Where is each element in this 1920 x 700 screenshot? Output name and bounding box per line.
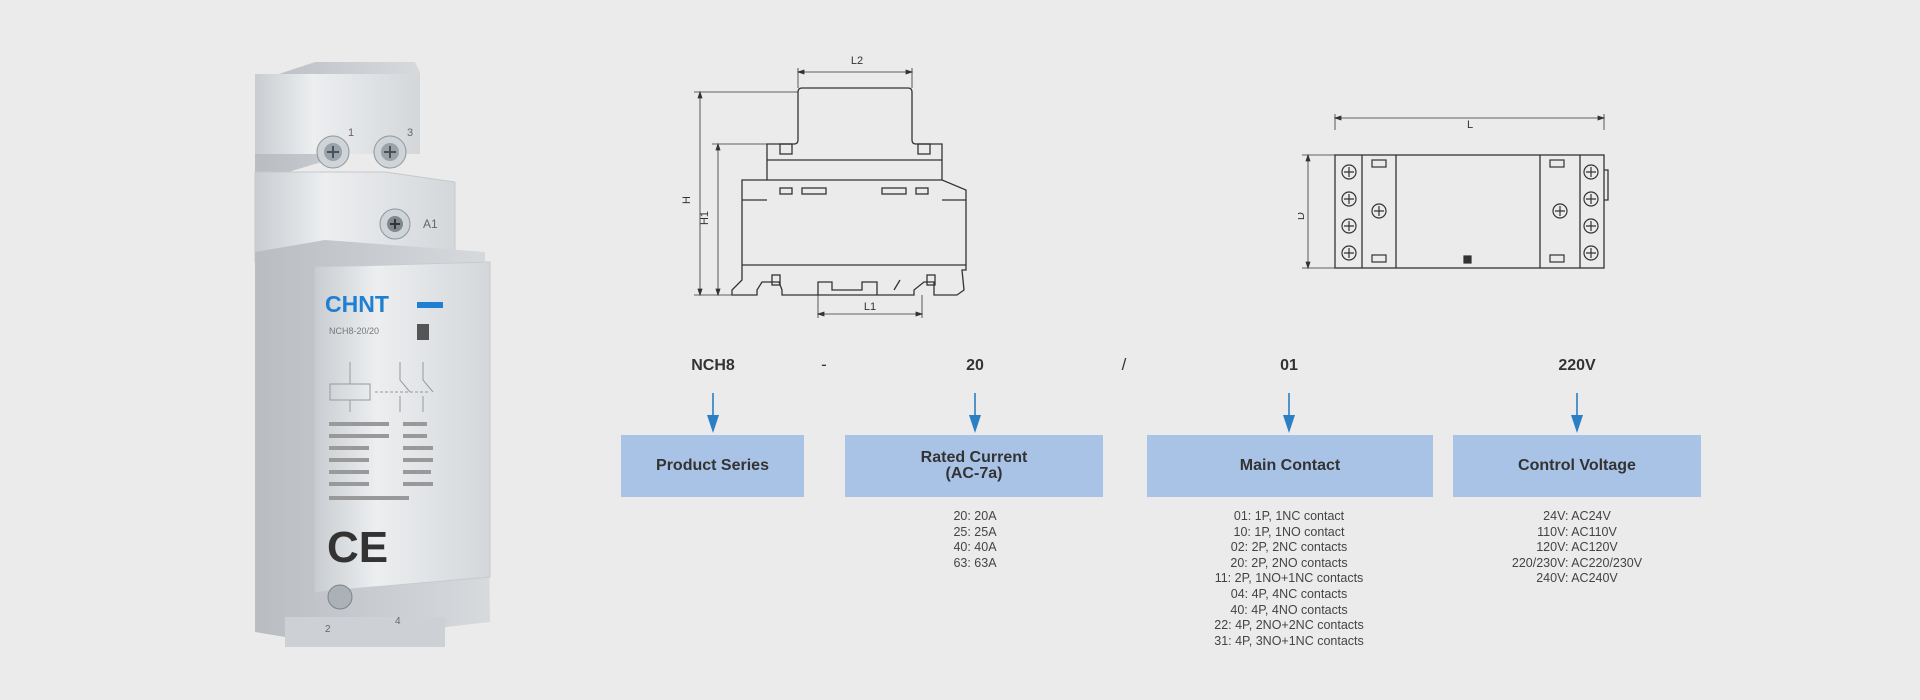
option-item: 22: 4P, 2NO+2NC contacts [1214,618,1364,633]
box-label: Rated Current (AC-7a) [920,449,1028,482]
option-item: 11: 2P, 1NO+1NC contacts [1214,571,1364,586]
arrow-down-icon [1283,393,1295,433]
contactor-product-image: 1 3 A1 CHNT NCH8-20/20 CE 2 4 [254,62,491,647]
terminal-label: 1 [348,127,354,139]
option-item: 10: 1P, 1NO contact [1233,524,1345,539]
option-item: 02: 2P, 2NC contacts [1230,540,1348,555]
option-item: 25: 25A [953,524,997,539]
dim-label-h: H [681,196,693,204]
dim-label-l: L [1467,119,1473,131]
box-label: Control Voltage [1518,457,1636,474]
option-item: 240V: AC240V [1536,571,1618,586]
terminal-screw-1 [316,135,350,169]
model-label: NCH8-20/20 [329,326,379,336]
box-label: Product Series [656,457,769,474]
option-item: 04: 4P, 4NC contacts [1230,586,1348,601]
terminal-screw-3 [373,135,407,169]
code-separator-slash: / [1121,355,1127,374]
option-item: 63: 63A [953,555,997,570]
code-control-voltage: 220V [1558,357,1596,374]
option-item: 31: 4P, 3NO+1NC contacts [1214,633,1364,648]
box-label: Main Contact [1239,457,1341,474]
terminal-screw-a1 [379,208,411,240]
option-item: 120V: AC120V [1536,540,1618,555]
arrow-down-icon [969,393,981,433]
option-item: 20: 2P, 2NO contacts [1230,555,1348,570]
arrow-down-icon [1571,393,1583,433]
option-item: 40: 4P, 4NO contacts [1230,602,1348,617]
top-view-drawing: L D [1298,114,1609,270]
box-rated-current: Rated Current (AC-7a) [845,435,1103,497]
front-view-drawing: L2 H H1 L1 [681,55,967,318]
dim-label-l2: L2 [851,55,863,67]
option-item: 110V: AC110V [1537,524,1617,539]
terminal-label: A1 [423,217,438,231]
code-product-series: NCH8 [691,357,735,374]
option-item: 20: 20A [953,509,997,523]
terminal-label: 2 [325,624,331,635]
main-contact-options: 01: 1P, 1NC contact 10: 1P, 1NO contact … [1214,509,1364,649]
code-separator-dash: - [821,355,827,374]
rated-current-options: 20: 20A 25: 25A 40: 40A 63: 63A [953,509,996,571]
terminal-label: 4 [395,616,401,627]
code-main-contact: 01 [1280,357,1298,374]
box-product-series: Product Series [621,435,804,497]
option-item: 24V: AC24V [1543,509,1611,523]
terminal-label: 3 [407,127,413,139]
code-rated-current: 20 [966,357,984,374]
dim-label-l1: L1 [864,301,876,313]
option-item: 40: 40A [953,540,997,555]
control-voltage-options: 24V: AC24V 110V: AC110V 120V: AC120V 220… [1512,509,1642,587]
ce-mark: CE [327,523,388,572]
dim-label-d: D [1298,212,1307,220]
box-control-voltage: Control Voltage [1453,435,1701,497]
box-main-contact: Main Contact [1147,435,1433,497]
arrow-down-icon [707,393,719,433]
option-item: 220/230V: AC220/230V [1511,555,1643,570]
option-item: 01: 1P, 1NC contact [1233,509,1345,523]
dim-label-h1: H1 [699,211,711,225]
brand-logo: CHNT [325,291,389,317]
